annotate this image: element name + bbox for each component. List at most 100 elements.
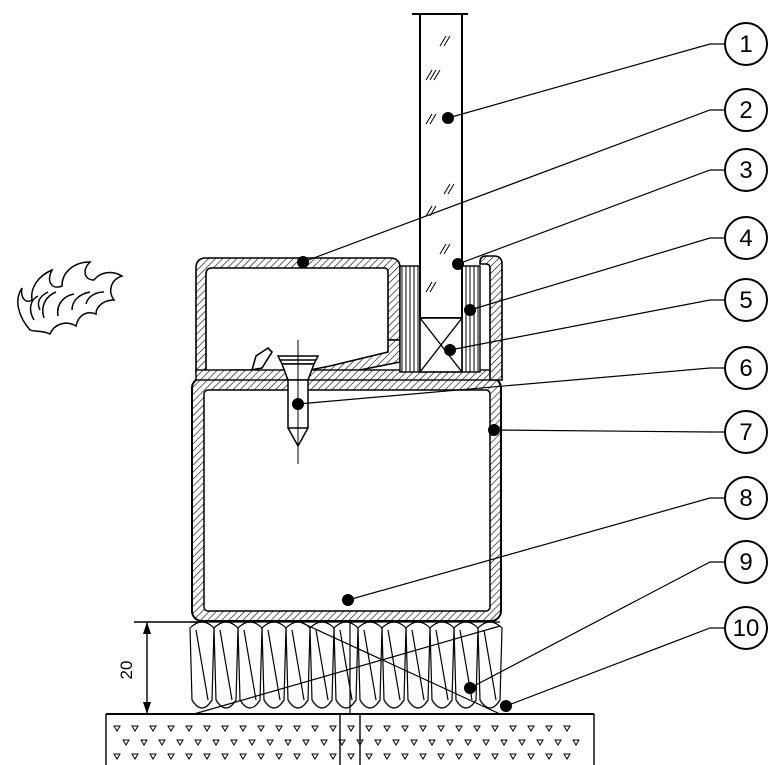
callout-circle [724,346,768,390]
leader-line-8 [347,497,724,601]
callout-circle [724,88,768,132]
floor-slab [105,713,595,765]
concrete-grain [293,753,301,760]
callout-number: 2 [739,97,752,124]
callout-glass-edge: 3 [724,148,768,192]
callout-number: 10 [733,615,760,642]
concrete-grain [131,753,139,760]
concrete-grain [419,725,427,732]
concrete-grain [320,739,328,746]
intumescent-strip [461,265,481,373]
callout-leaders [297,43,724,707]
concrete-grain [572,739,580,746]
callout-intumescent-strip: 4 [724,216,768,260]
concrete-grain [221,753,229,760]
callout-points [292,112,512,712]
concrete-grain [347,753,355,760]
concrete-grain [509,753,517,760]
cross-line-b [299,621,501,715]
concrete-grain [167,725,175,732]
wool-loop [309,621,335,709]
callout-number: 1 [739,31,752,58]
wool-loop [213,621,239,709]
callout-frame-cavity: 8 [724,476,768,520]
concrete-grain [410,739,418,746]
wool-loop [285,621,311,709]
wool-loop [381,621,407,709]
wool-loop [405,621,431,709]
concrete-grain [158,739,166,746]
concrete-grain [275,725,283,732]
wool-fiber [267,629,281,701]
callout-frame-profile: 7 [724,410,768,454]
leader-line-5 [449,299,724,351]
concrete-grain [545,725,553,732]
concrete-grain [329,753,337,760]
concrete-grain [482,739,490,746]
callout-dot-2 [297,256,309,268]
callout-number: 4 [739,225,752,252]
concrete-grain [176,739,184,746]
concrete-grain [275,753,283,760]
concrete-grain [140,739,148,746]
wool-loop [237,621,263,709]
callout-mineral-wool-insulation: 9 [724,540,768,584]
concrete-grain [509,725,517,732]
callout-number: 7 [739,419,752,446]
callout-number: 6 [739,355,752,382]
concrete-grain [203,725,211,732]
callout-setting-block: 5 [724,278,768,322]
concrete-grain [230,739,238,746]
concrete-grain [401,725,409,732]
concrete-grain [248,739,256,746]
leader-line-4 [469,237,724,311]
concrete-grain [302,739,310,746]
intumescent-strip-left [399,265,421,373]
concrete-grain [437,753,445,760]
callout-circle [724,606,768,650]
concrete-grain [491,753,499,760]
concrete-grain [365,753,373,760]
concrete-grain [446,739,454,746]
callout-dot-8 [342,594,354,606]
concrete-grain [257,753,265,760]
concrete-grain [473,753,481,760]
callout-circle [724,22,768,66]
callout-number: 3 [739,157,752,184]
leader-line-7 [493,429,724,433]
concrete-grain [473,725,481,732]
wool-fiber [243,629,257,701]
callout-dot-6 [292,398,304,410]
fire-icon [17,261,124,336]
concrete-grain [374,739,382,746]
callout-screw: 6 [724,346,768,390]
concrete-grain [194,739,202,746]
callout-circle [724,148,768,192]
concrete-grain [239,753,247,760]
screw [276,340,320,464]
glazing-bead-profile [195,257,497,381]
dimension-label: 20 [117,661,136,680]
leader-line-3 [457,169,724,265]
concrete-grain [149,725,157,732]
wool-fiber [483,629,497,701]
callout-dot-9 [464,682,476,694]
concrete-grain [419,753,427,760]
callout-dot-1 [442,112,454,124]
callout-dot-7 [488,424,500,436]
wool-fiber [435,629,449,701]
concrete-grain [329,725,337,732]
concrete-grain [500,739,508,746]
concrete-grain [203,753,211,760]
callout-circle [724,476,768,520]
wool-loop [261,621,287,709]
concrete-grain [401,753,409,760]
callout-circle [724,540,768,584]
concrete-grain [563,753,571,760]
wool-fiber [411,629,425,701]
leader-line-1 [447,43,724,119]
callout-circle [724,278,768,322]
concrete-grain [185,753,193,760]
concrete-grain [383,725,391,732]
